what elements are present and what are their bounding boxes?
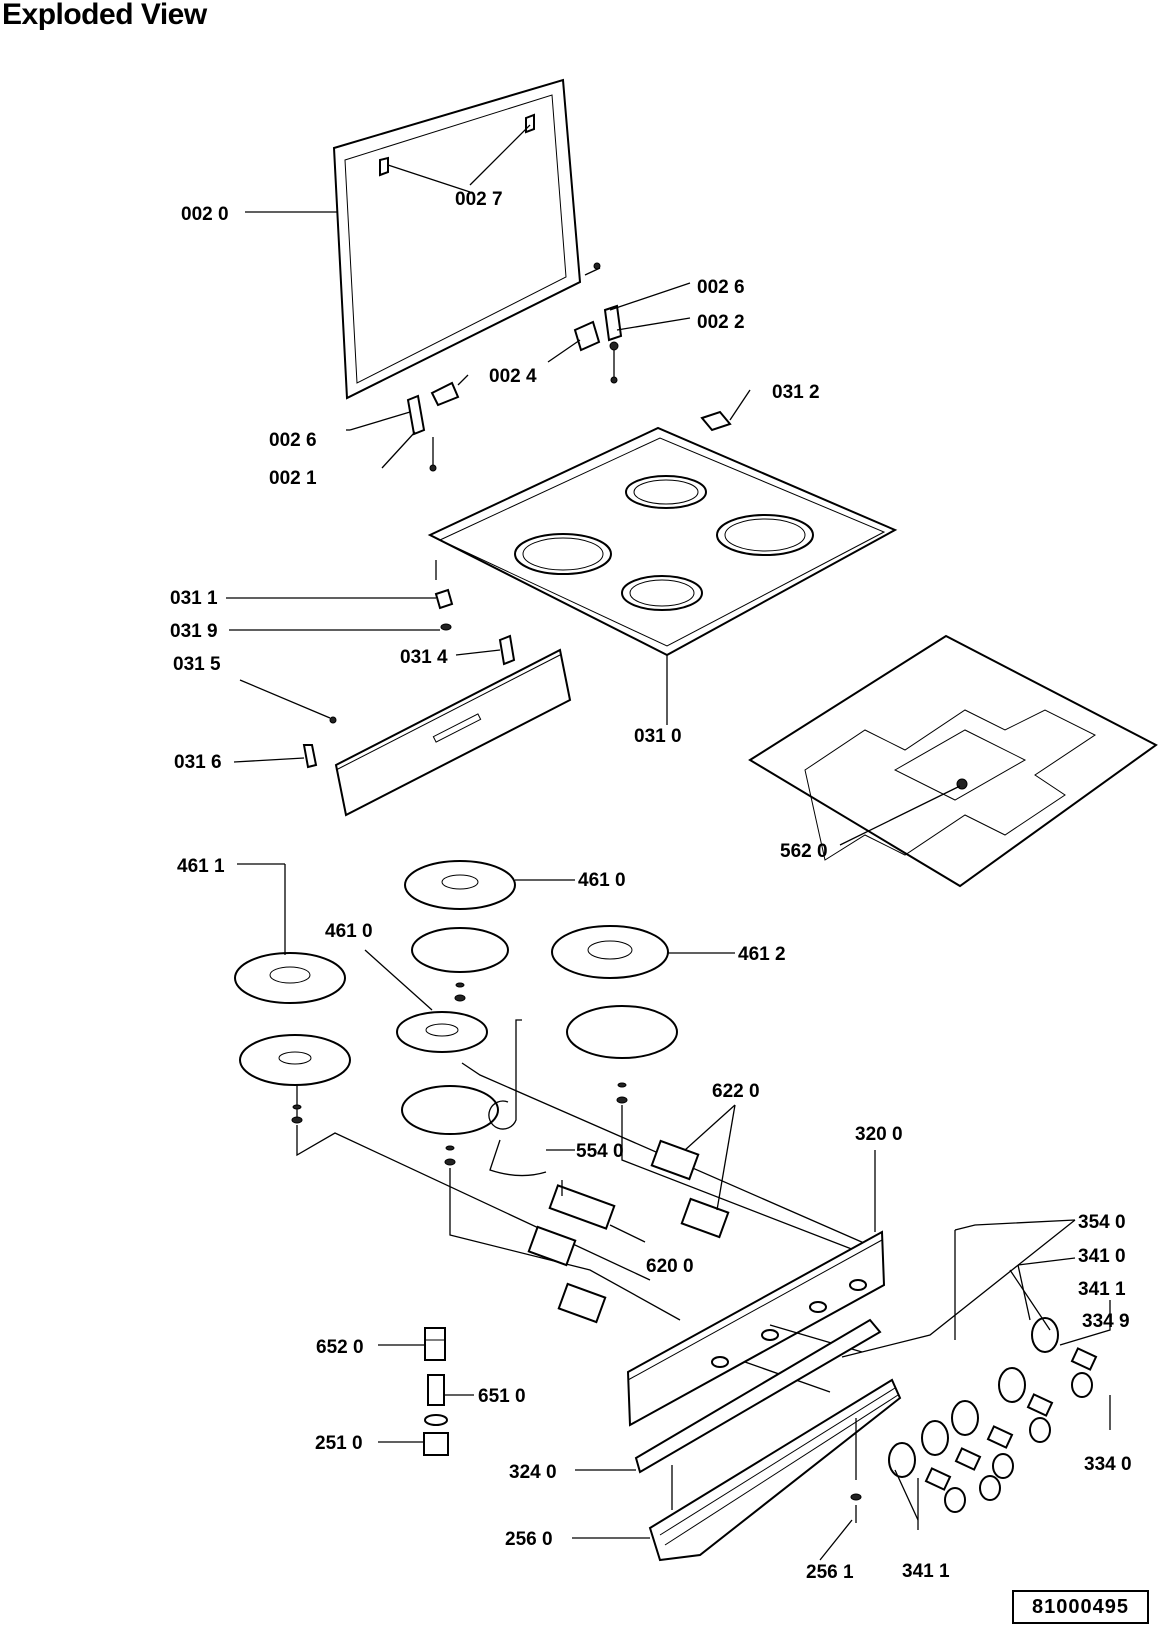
callout-0312: 031 2 (772, 382, 820, 403)
callout-0319: 031 9 (170, 621, 218, 642)
callout-3411b: 341 1 (902, 1561, 950, 1582)
callout-0022: 002 2 (697, 312, 745, 333)
hinge-bracket-right (603, 304, 623, 342)
knob-d (921, 1420, 949, 1456)
inlet-2510 (423, 1432, 449, 1456)
inlet-6520 (424, 1327, 446, 1361)
callout-0314: 031 4 (400, 647, 448, 668)
hob-bracket (700, 410, 732, 432)
callout-4610-front: 461 0 (325, 921, 373, 942)
valve-6220-b (680, 1197, 730, 1239)
callout-0310: 031 0 (634, 726, 682, 747)
callout-0026b: 002 6 (269, 430, 317, 451)
callout-0026a: 002 6 (697, 277, 745, 298)
gas-inlet-group (378, 1327, 474, 1456)
hob-plate (427, 426, 898, 657)
callout-3411a: 341 1 (1078, 1279, 1126, 1300)
lower-trims-group (572, 1318, 902, 1562)
callout-3410: 341 0 (1078, 1246, 1126, 1267)
knob-e (888, 1442, 916, 1478)
callout-4610-rear: 461 0 (578, 870, 626, 891)
callout-0027: 002 7 (455, 189, 503, 210)
base-plate-group (748, 634, 1158, 888)
burners-group (234, 860, 881, 1321)
document-number: 81000495 (1012, 1590, 1149, 1624)
burner-base-4612 (566, 1005, 678, 1059)
page-title: Exploded View (2, 0, 207, 31)
washer (424, 1414, 448, 1426)
valve-6220-a (650, 1139, 700, 1181)
callout-2560: 256 0 (505, 1529, 553, 1550)
lid-bracket-right (525, 113, 535, 134)
burner-cap-4610-front (396, 1011, 488, 1053)
valve-left-b (557, 1282, 607, 1324)
hinge-right (573, 320, 601, 352)
burner-base-4611 (239, 1034, 351, 1086)
burner-cap-4612 (551, 925, 669, 979)
hob-ring-left (514, 533, 612, 575)
base-plate (748, 634, 1158, 888)
knob-c (951, 1400, 979, 1436)
callout-5620: 562 0 (780, 841, 828, 862)
callout-0021: 002 1 (269, 468, 317, 489)
hob-group (226, 389, 898, 725)
callout-0024: 002 4 (489, 366, 537, 387)
front-strip (334, 648, 572, 817)
control-panel-group (626, 1150, 1076, 1427)
callout-3200: 320 0 (855, 1124, 903, 1145)
callout-0316: 031 6 (174, 752, 222, 773)
hinge-left (430, 381, 460, 407)
callout-2510: 251 0 (315, 1433, 363, 1454)
hob-fixing-bracket (434, 588, 454, 610)
burner-cap-4611 (234, 952, 346, 1004)
hinge-bracket-left (406, 394, 426, 436)
hob-ring-front (621, 575, 703, 611)
callout-3349: 334 9 (1082, 1311, 1130, 1332)
valve-left-a (527, 1225, 577, 1267)
knobs-group (888, 1219, 1111, 1530)
knob-b (998, 1367, 1026, 1403)
callout-3340: 334 0 (1084, 1454, 1132, 1475)
strip-clip (302, 744, 318, 769)
callout-6510: 651 0 (478, 1386, 526, 1407)
burner-base-4610-front (401, 1085, 499, 1135)
control-panel (626, 1230, 886, 1427)
callout-4611: 461 1 (177, 856, 225, 877)
front-strip-group (233, 634, 572, 817)
plinth-2560 (648, 1378, 902, 1562)
callout-3240: 324 0 (509, 1462, 557, 1483)
callout-2561: 256 1 (806, 1562, 854, 1583)
trim-3240 (634, 1318, 882, 1474)
callout-6520: 652 0 (316, 1337, 364, 1358)
hob-ring-right (716, 514, 814, 556)
callout-6220: 622 0 (712, 1081, 760, 1102)
callout-5540: 554 0 (576, 1141, 624, 1162)
callout-0020: 002 0 (181, 204, 229, 225)
knob-a (1031, 1317, 1059, 1353)
valves-group (488, 1019, 736, 1324)
inlet-6510 (427, 1374, 445, 1406)
callout-0311: 031 1 (170, 588, 218, 609)
lid-bracket-left (379, 156, 389, 177)
burner-base-4610-rear (411, 927, 509, 973)
burner-cap-4610-rear (404, 860, 516, 910)
strip-bracket (498, 634, 516, 666)
lid-panel (332, 78, 582, 400)
lid-group (245, 78, 691, 472)
callout-4612: 461 2 (738, 944, 786, 965)
callout-3540: 354 0 (1078, 1212, 1126, 1233)
hob-ring-rear (625, 475, 707, 509)
callout-0315: 031 5 (173, 654, 221, 675)
igniter-unit (548, 1184, 616, 1230)
callout-6200: 620 0 (646, 1256, 694, 1277)
